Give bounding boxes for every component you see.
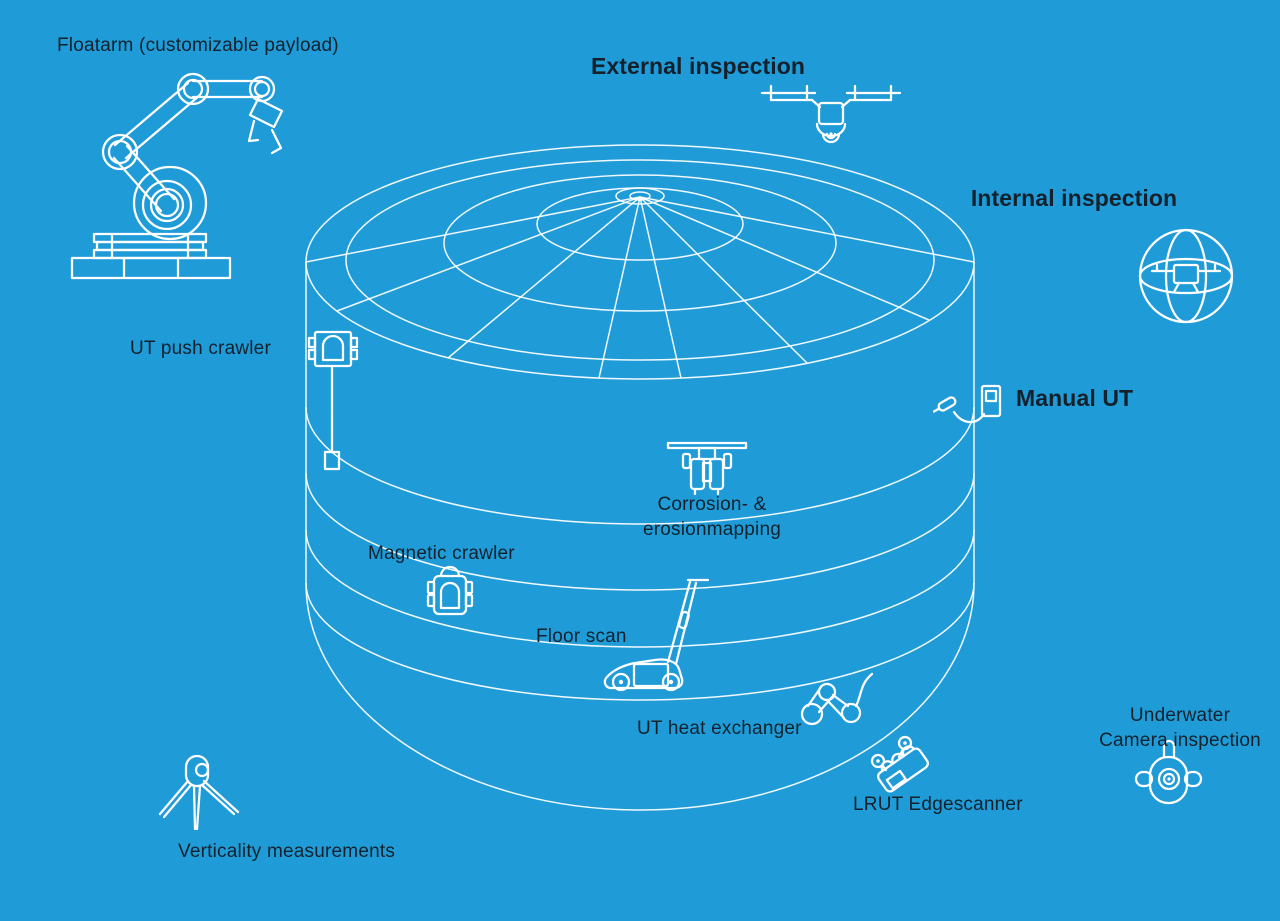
corrosion-label-line2: erosionmapping xyxy=(643,519,781,540)
magnetic-crawler-icon xyxy=(426,565,474,616)
total-station-tripod-icon xyxy=(158,754,240,831)
corrosion-mapper-icon xyxy=(666,441,748,496)
external-inspection-label: External inspection xyxy=(590,53,806,79)
lrut-edgescanner-label: LRUT Edgescanner xyxy=(853,794,1023,815)
ut-heat-exchanger-icon xyxy=(800,672,874,726)
caged-drone-icon xyxy=(1138,228,1234,324)
floor-scan-label: Floor scan xyxy=(536,626,627,647)
ut-push-crawler-label: UT push crawler xyxy=(130,338,271,359)
internal-inspection-label: Internal inspection xyxy=(970,185,1178,211)
drone-icon xyxy=(760,84,902,144)
floatarm-label: Floatarm (customizable payload) xyxy=(57,35,339,56)
lrut-edgescanner-icon xyxy=(870,735,929,793)
underwater-label-line2: Camera inspection xyxy=(1099,730,1261,751)
magnetic-crawler-label: Magnetic crawler xyxy=(368,543,515,564)
corrosion-erosion-mapping-label: Corrosion- & erosionmapping xyxy=(643,492,781,542)
robot-arm-icon xyxy=(70,72,284,280)
floor-scan-icon xyxy=(603,578,710,692)
tank-wireframe-icon xyxy=(305,144,975,811)
manual-ut-icon xyxy=(932,384,1002,424)
ut-push-crawler-icon xyxy=(307,330,359,471)
ut-heat-exchanger-label: UT heat exchanger xyxy=(637,718,802,739)
verticality-measurements-label: Verticality measurements xyxy=(178,841,396,862)
underwater-camera-inspection-label: Underwater Camera inspection xyxy=(1099,703,1261,753)
corrosion-label-line1: Corrosion- & xyxy=(657,494,767,515)
underwater-rov-icon xyxy=(1134,739,1203,805)
manual-ut-label: Manual UT xyxy=(1016,385,1134,411)
underwater-label-line1: Underwater xyxy=(1129,705,1231,726)
